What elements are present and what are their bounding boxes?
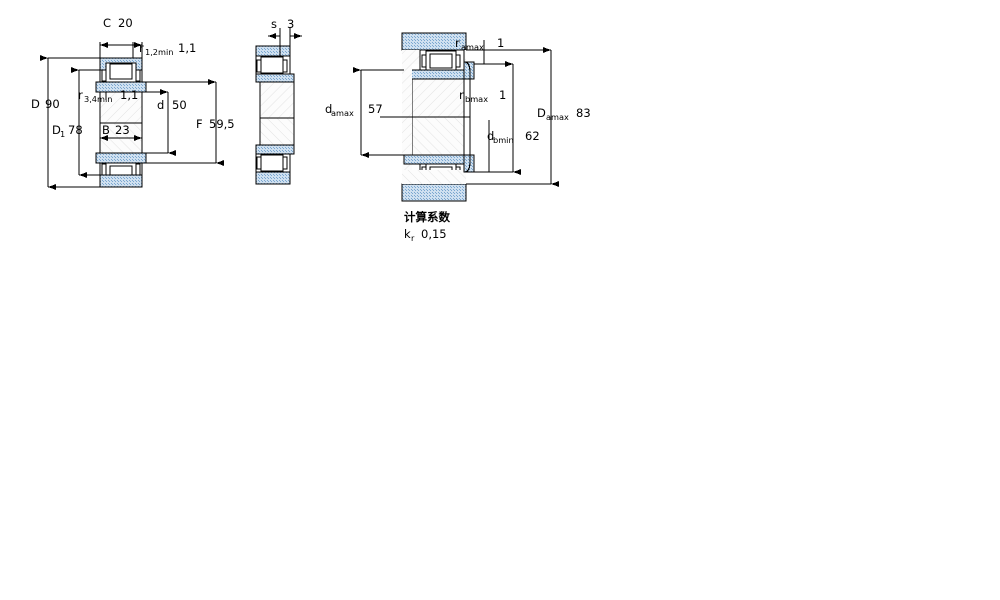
calculation-factor-caption: 计算系数 k r 0,15 bbox=[404, 210, 450, 243]
left-view-labels: C 20 r 1,2min 1,1 r 3,4min 1,1 D 90 D 1 … bbox=[31, 16, 235, 139]
dim-Damax-sub: amax bbox=[546, 112, 569, 122]
dim-F-value: 59,5 bbox=[209, 117, 235, 131]
dim-rbmax-symbol: r bbox=[459, 88, 464, 102]
dim-r12min-value: 1,1 bbox=[178, 41, 196, 55]
dim-rbmax-value: 1 bbox=[499, 88, 506, 102]
dim-r12min-symbol: r bbox=[139, 41, 144, 55]
dim-damax-value: 57 bbox=[368, 102, 383, 116]
dim-C-value: 20 bbox=[118, 16, 133, 30]
dim-r12min-sub: 1,2min bbox=[145, 47, 173, 57]
dim-D1-value: 78 bbox=[68, 123, 83, 137]
dim-damax-symbol: d bbox=[325, 102, 332, 116]
dim-d-symbol: d bbox=[157, 98, 164, 112]
dim-r34min-value: 1,1 bbox=[120, 88, 138, 102]
middle-view-body bbox=[255, 45, 295, 185]
middle-view-labels: s 3 bbox=[271, 17, 294, 31]
dim-s-value: 3 bbox=[287, 17, 294, 31]
dim-ramax-symbol: r bbox=[455, 36, 460, 50]
middle-view-dimensions bbox=[268, 28, 302, 74]
dim-D-value: 90 bbox=[45, 97, 60, 111]
right-view-body bbox=[380, 32, 475, 202]
caption-title: 计算系数 bbox=[404, 210, 450, 224]
right-view-dimensions bbox=[353, 40, 559, 187]
dim-D1-sub: 1 bbox=[60, 129, 65, 139]
dim-d-value: 50 bbox=[172, 98, 187, 112]
dim-B-symbol: B bbox=[102, 123, 110, 137]
dim-s-symbol: s bbox=[271, 17, 277, 31]
dim-rbmax-sub: bmax bbox=[465, 94, 488, 104]
caption-sub: r bbox=[411, 233, 415, 243]
dim-Damax-value: 83 bbox=[576, 106, 591, 120]
dim-Damax-symbol: D bbox=[537, 106, 546, 120]
left-view-dimensions bbox=[40, 42, 224, 190]
dim-C-symbol: C bbox=[103, 16, 111, 30]
dim-dbmin-symbol: d bbox=[487, 129, 494, 143]
dim-B-value: 23 bbox=[115, 123, 130, 137]
dim-D1-symbol: D bbox=[52, 123, 61, 137]
dim-D-symbol: D bbox=[31, 97, 40, 111]
caption-symbol: k bbox=[404, 227, 411, 241]
right-view-labels: r amax 1 r bmax 1 d amax 57 d bmin 62 D … bbox=[325, 36, 591, 145]
dim-ramax-value: 1 bbox=[497, 36, 504, 50]
dim-dbmin-value: 62 bbox=[525, 129, 540, 143]
dim-r34min-sub: 3,4min bbox=[84, 94, 112, 104]
dim-dbmin-sub: bmin bbox=[493, 135, 514, 145]
dim-r34min-symbol: r bbox=[78, 88, 83, 102]
dim-damax-sub: amax bbox=[331, 108, 354, 118]
caption-value: 0,15 bbox=[421, 227, 447, 241]
dim-F-symbol: F bbox=[196, 117, 203, 131]
dim-ramax-sub: amax bbox=[461, 42, 484, 52]
